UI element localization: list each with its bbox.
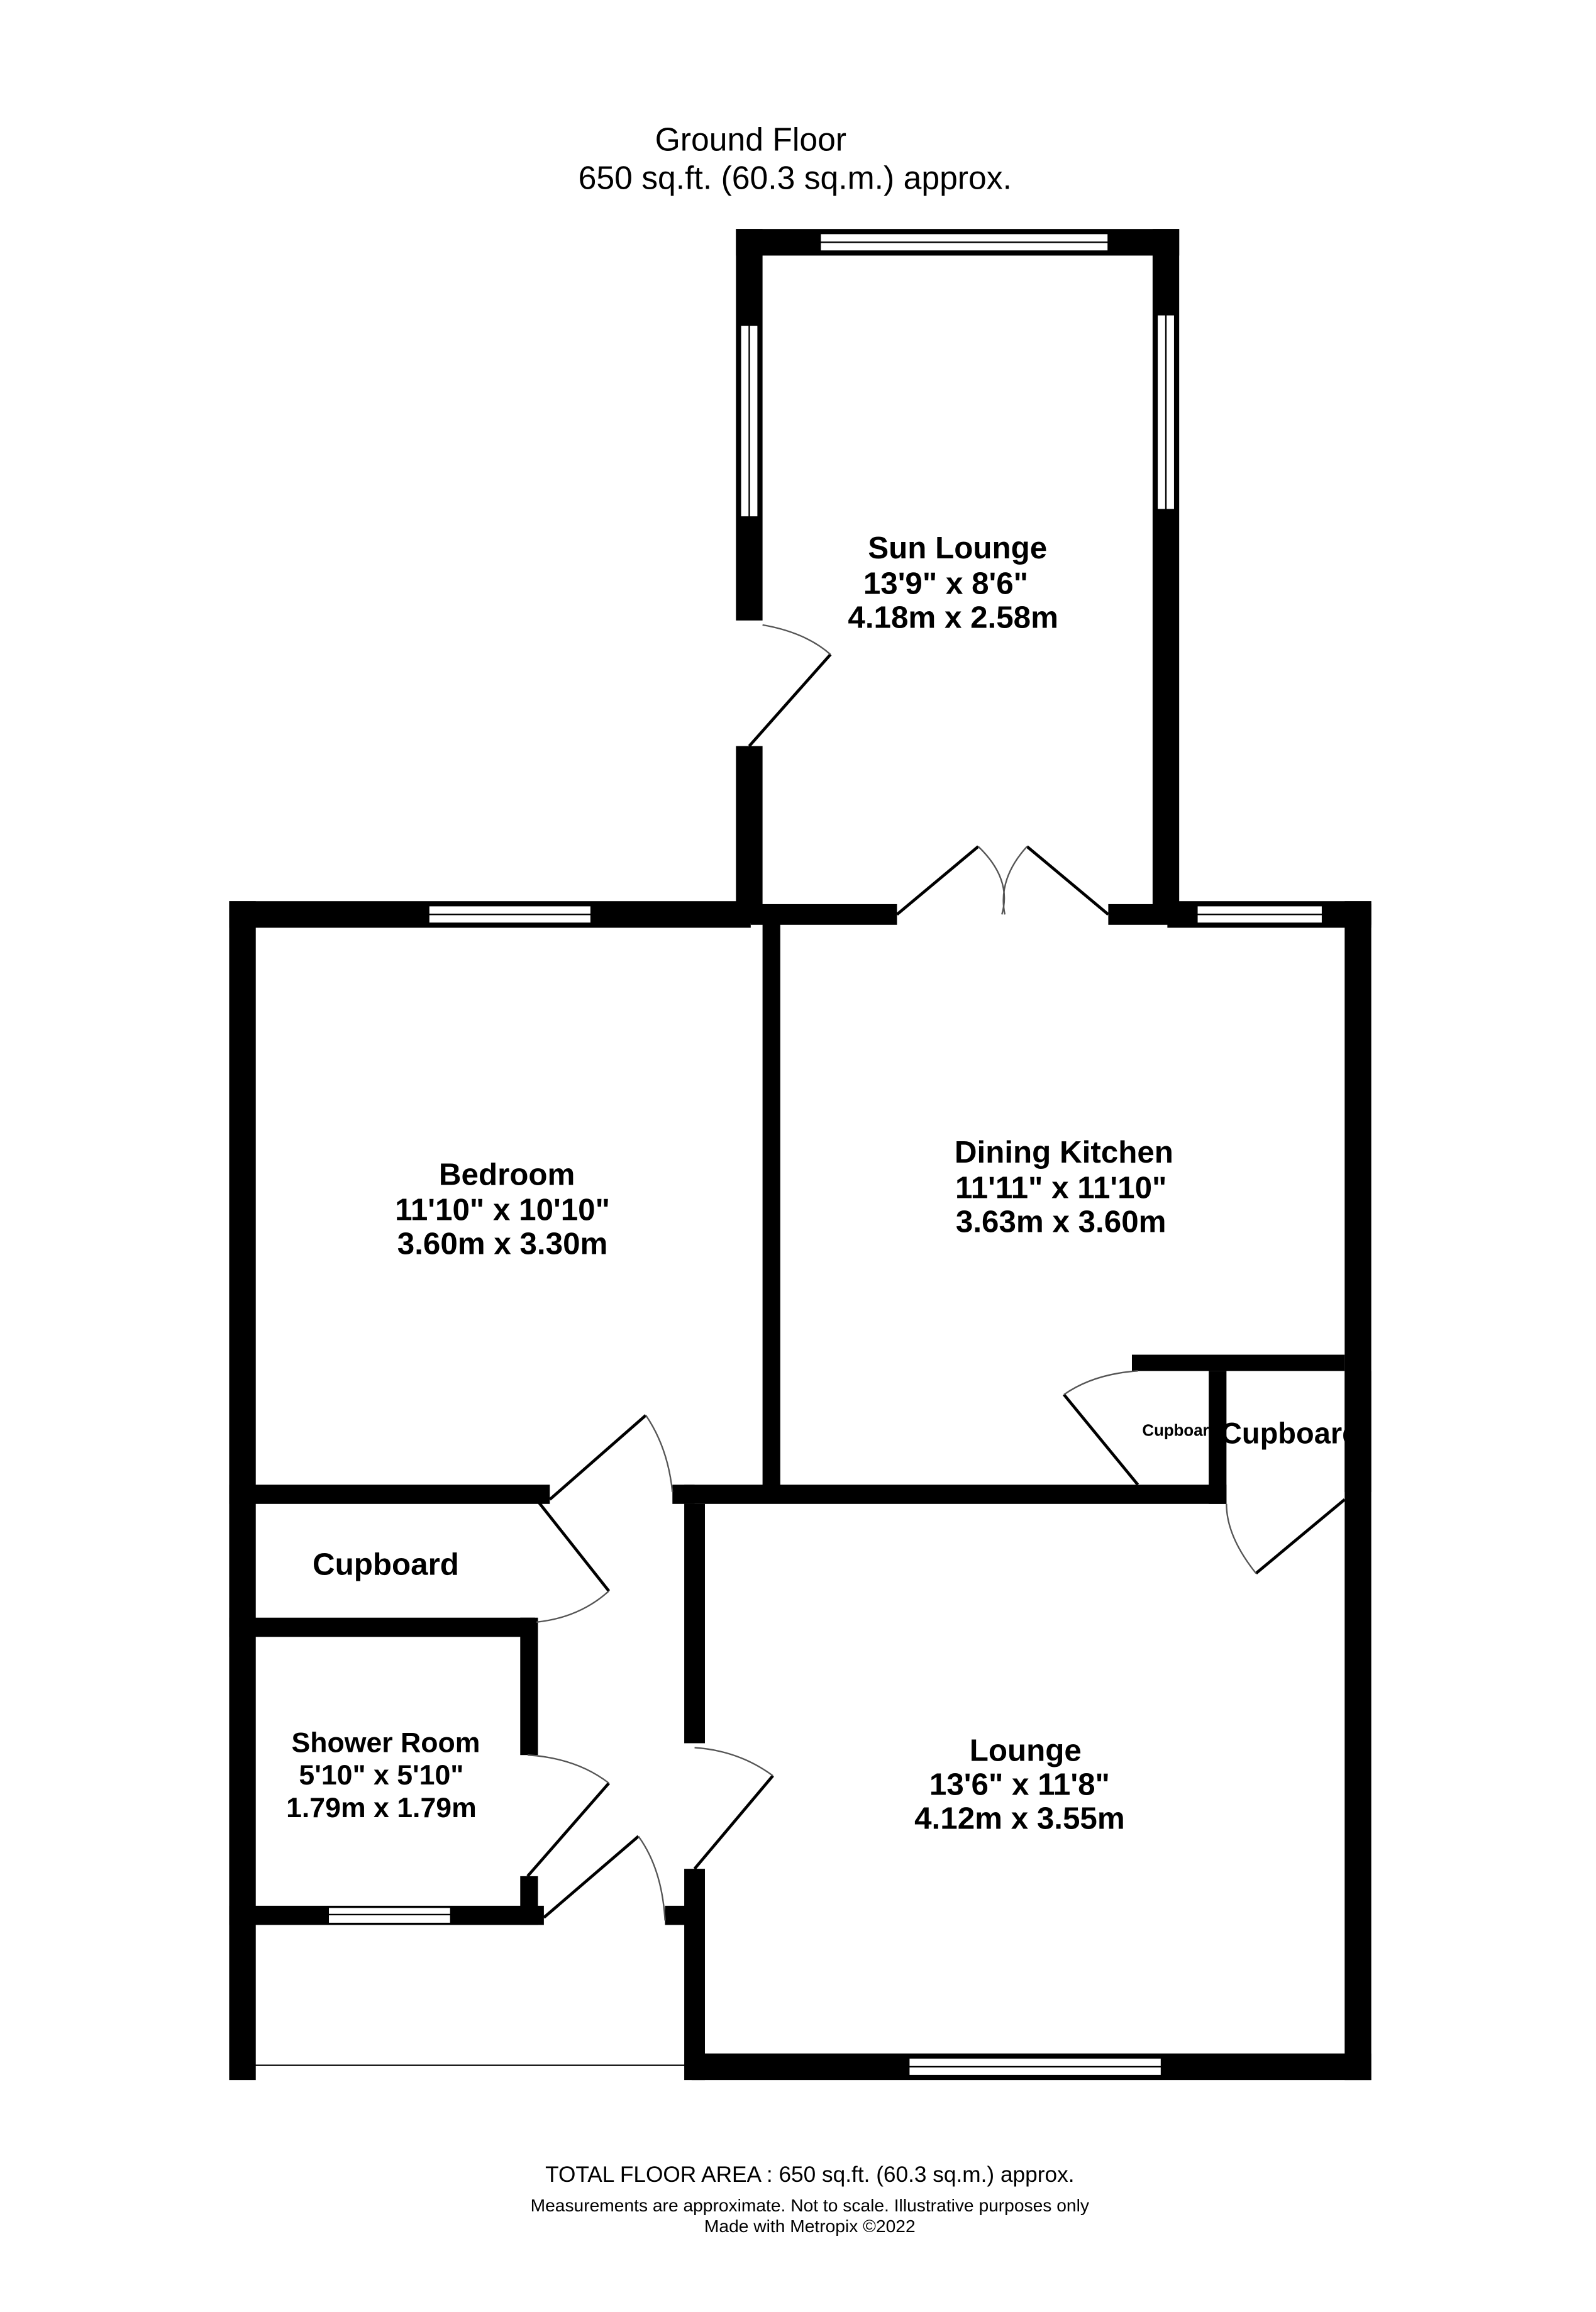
cupboard-kitchen-label: Cupboard: [1221, 1416, 1360, 1449]
svg-text:Dining Kitchen: Dining Kitchen: [955, 1135, 1173, 1170]
floor-name: Ground Floor: [655, 121, 846, 158]
svg-text:Sun Lounge: Sun Lounge: [868, 531, 1047, 565]
disclaimer: Measurements are approximate. Not to sca…: [531, 2195, 1090, 2215]
cupboard-kitchen-small-label: Cupboard: [1142, 1422, 1219, 1440]
svg-text:13'9" x 8'6": 13'9" x 8'6": [863, 567, 1028, 601]
svg-text:Shower Room: Shower Room: [291, 1728, 480, 1759]
windows: [327, 233, 1324, 2077]
svg-text:5'10" x 5'10": 5'10" x 5'10": [299, 1760, 463, 1791]
credit: Made with Metropix ©2022: [704, 2216, 916, 2236]
room-lounge: Lounge 13'6" x 11'8" 4.12m x 3.55m: [914, 1734, 1125, 1836]
room-bedroom: Bedroom 11'10" x 10'10" 3.60m x 3.30m: [395, 1157, 610, 1261]
svg-text:Lounge: Lounge: [970, 1734, 1082, 1768]
svg-text:13'6" x 11'8": 13'6" x 11'8": [929, 1767, 1110, 1802]
cupboard-hall-label: Cupboard: [313, 1547, 459, 1582]
svg-text:11'10" x 10'10": 11'10" x 10'10": [395, 1193, 610, 1227]
room-sun-lounge: Sun Lounge 13'9" x 8'6" 4.18m x 2.58m: [848, 531, 1058, 634]
room-shower-room: Shower Room 5'10" x 5'10" 1.79m x 1.79m: [286, 1728, 480, 1823]
svg-text:Bedroom: Bedroom: [439, 1157, 575, 1192]
svg-text:3.60m x 3.30m: 3.60m x 3.30m: [397, 1227, 608, 1261]
floor-area: 650 sq.ft. (60.3 sq.m.) approx.: [579, 160, 1012, 196]
svg-text:4.18m x 2.58m: 4.18m x 2.58m: [848, 600, 1058, 635]
svg-text:1.79m x 1.79m: 1.79m x 1.79m: [286, 1793, 477, 1823]
svg-text:4.12m x 3.55m: 4.12m x 3.55m: [914, 1801, 1125, 1836]
svg-text:3.63m x 3.60m: 3.63m x 3.60m: [956, 1205, 1167, 1239]
doors: [526, 624, 1346, 1921]
room-dining-kitchen: Dining Kitchen 11'11" x 11'10" 3.63m x 3…: [955, 1135, 1173, 1239]
total-floor-area: TOTAL FLOOR AREA : 650 sq.ft. (60.3 sq.m…: [545, 2162, 1074, 2187]
svg-text:11'11" x 11'10": 11'11" x 11'10": [955, 1170, 1167, 1205]
